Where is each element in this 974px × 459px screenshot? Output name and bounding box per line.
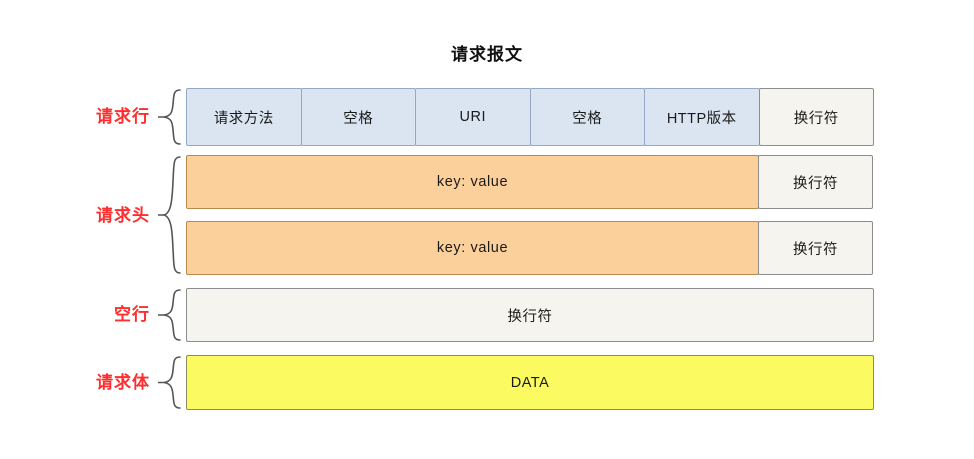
page-title: 请求报文 [451, 45, 523, 64]
brace-blank-line [158, 288, 182, 342]
cell-crlf-request-line: 换行符 [758, 88, 874, 146]
section-label-blank-line: 空行 [114, 305, 150, 324]
cell-uri: URI [415, 88, 531, 146]
section-label-request-body: 请求体 [96, 373, 150, 392]
blank-line-row: 换行符 [186, 288, 874, 342]
cell-space-1: 空格 [300, 88, 416, 146]
brace-request-head [158, 155, 182, 275]
cell-crlf-header-1: 换行符 [758, 155, 873, 209]
request-body-row: DATA [186, 355, 874, 410]
cell-crlf-header-2: 换行符 [758, 221, 873, 275]
cell-crlf-blank-line: 换行符 [186, 288, 874, 342]
request-header-row: key: value 换行符 [186, 155, 874, 209]
cell-data: DATA [186, 355, 874, 410]
request-line-row: 请求方法 空格 URI 空格 HTTP版本 换行符 [186, 88, 874, 146]
cell-header-key-value-2: key: value [186, 221, 759, 275]
section-label-request-line: 请求行 [96, 107, 150, 126]
brace-request-body [158, 355, 182, 410]
cell-space-2: 空格 [529, 88, 645, 146]
request-header-row: key: value 换行符 [186, 221, 874, 275]
cell-http-version: HTTP版本 [644, 88, 760, 146]
brace-request-line [158, 88, 182, 146]
cell-request-method: 请求方法 [186, 88, 302, 146]
section-label-request-head: 请求头 [96, 206, 150, 225]
cell-header-key-value-1: key: value [186, 155, 759, 209]
